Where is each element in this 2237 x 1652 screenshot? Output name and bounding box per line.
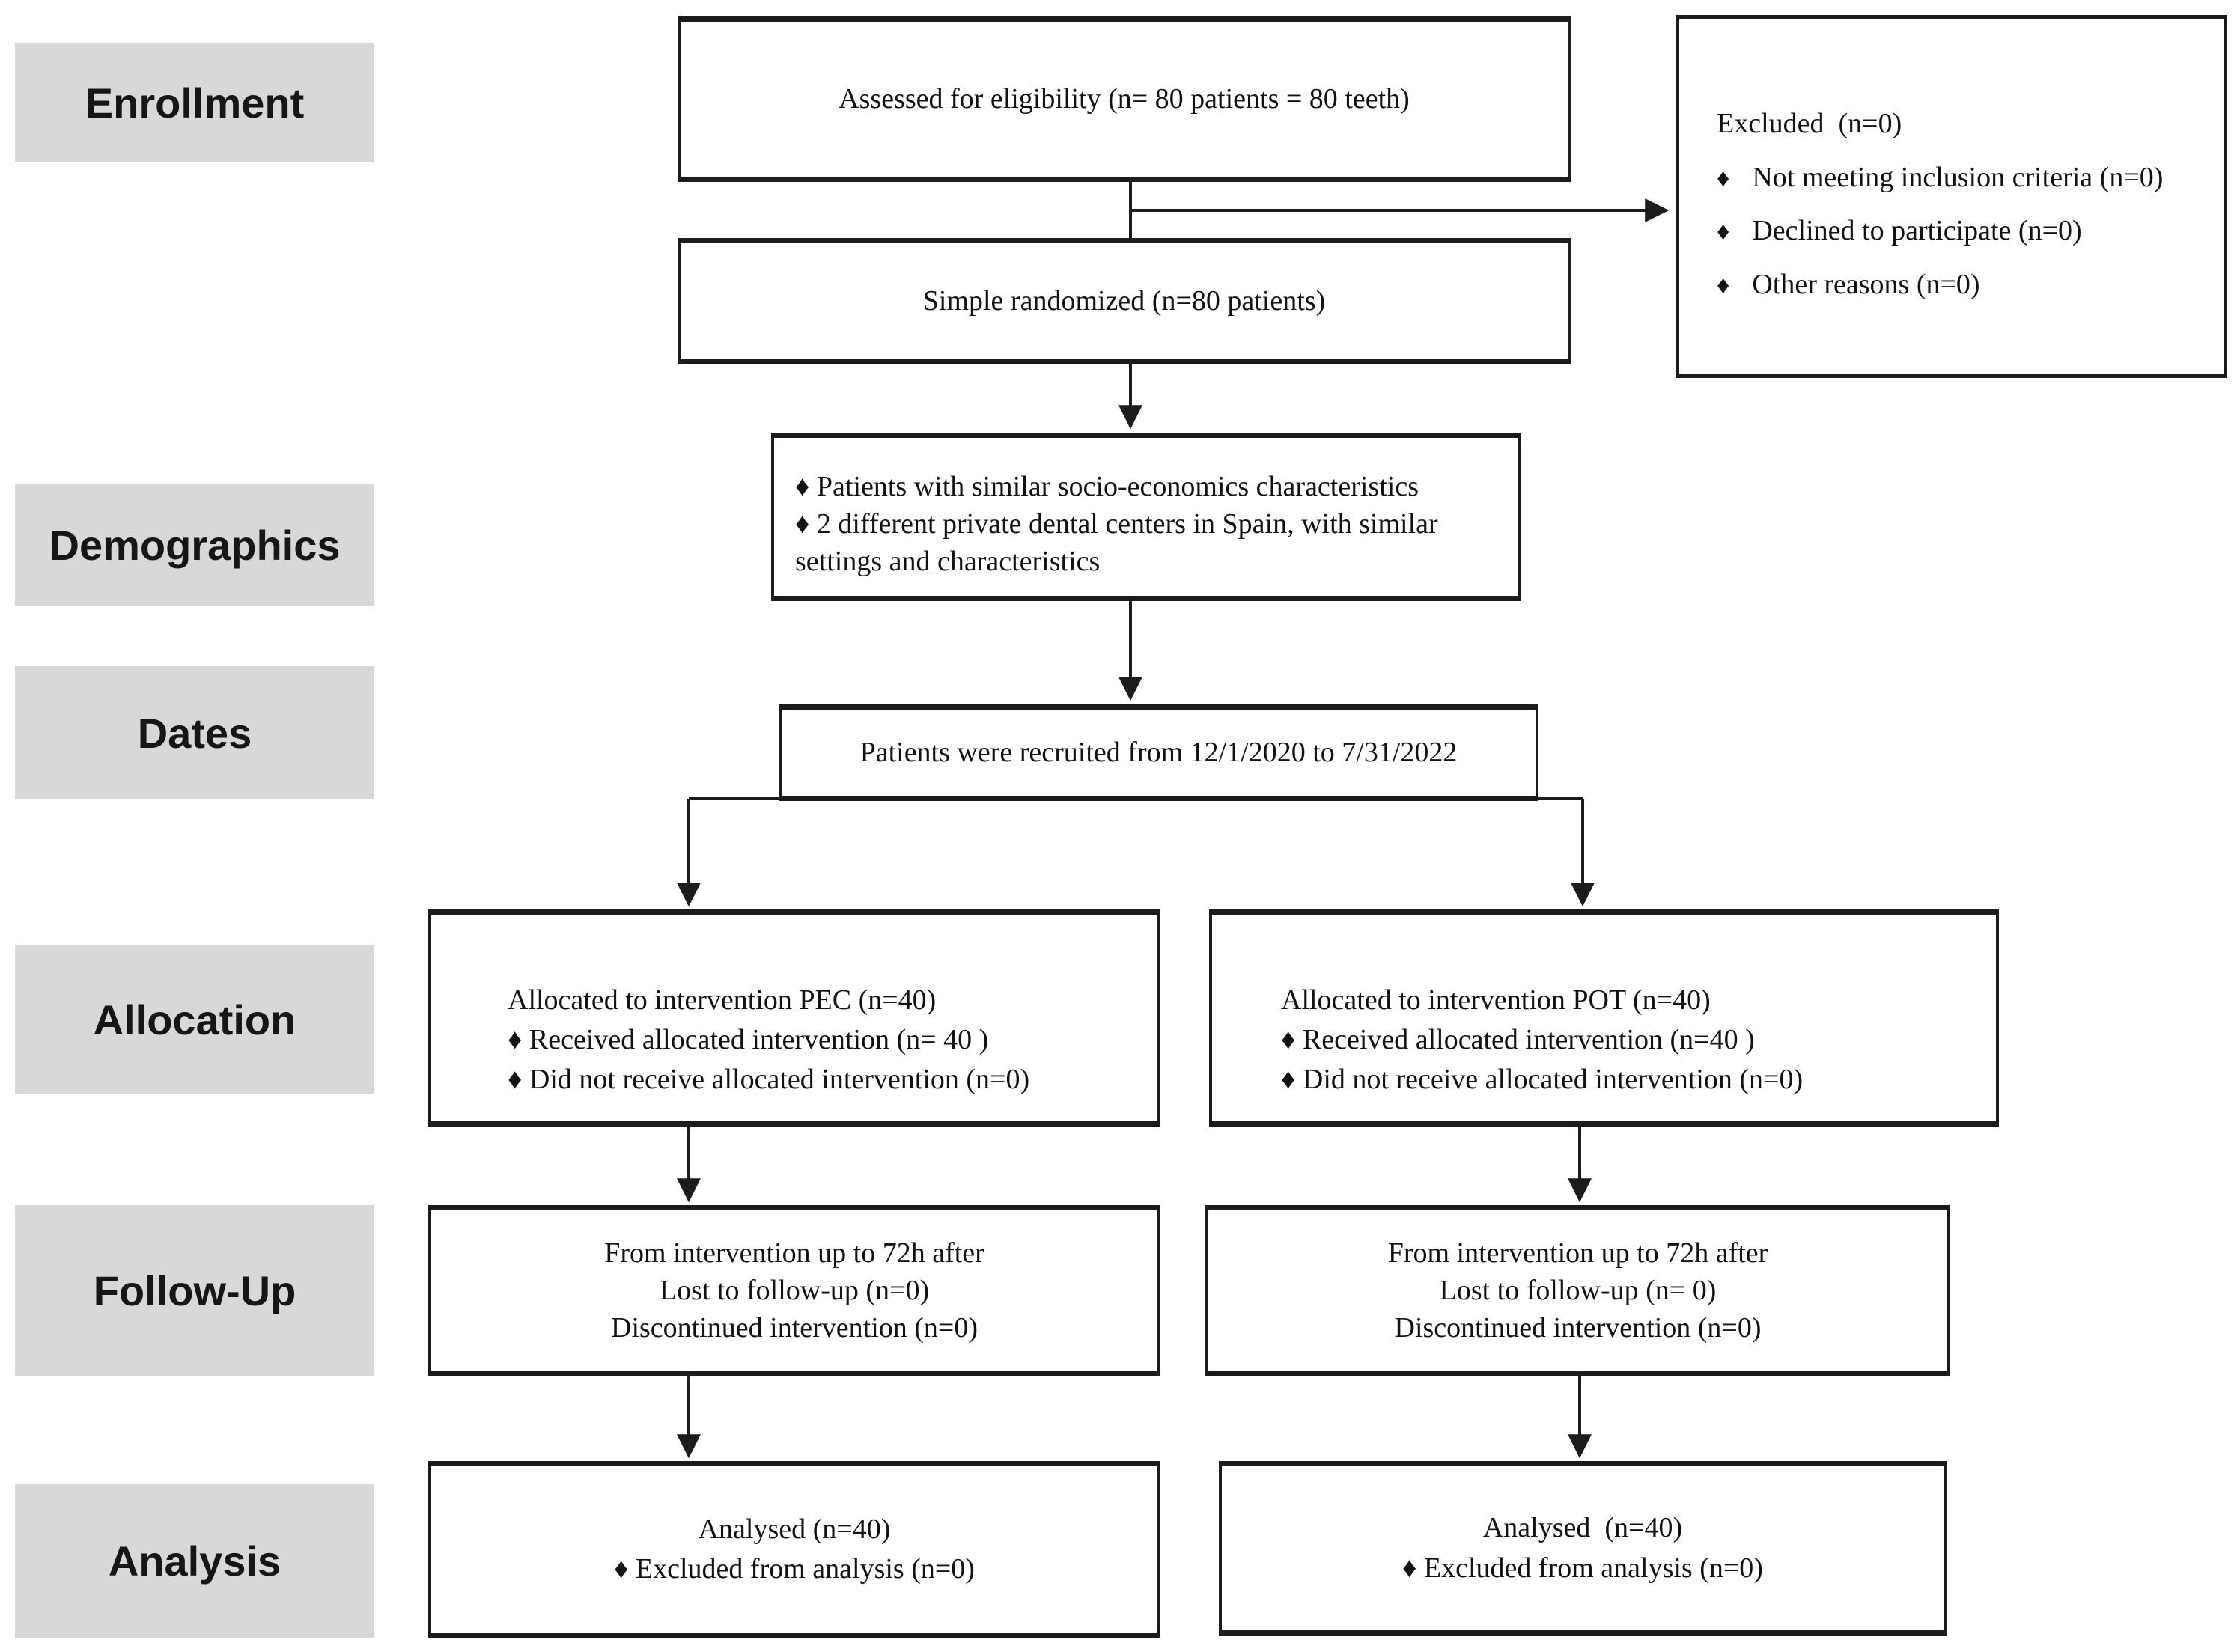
allocation-pot-line: ♦ Received allocated intervention (n=40 … bbox=[1281, 1024, 1755, 1056]
stage-label-analysis: Analysis bbox=[15, 1484, 374, 1638]
demographics-box: ♦ Patients with similar socio-economics … bbox=[771, 433, 1521, 601]
allocation-pot-line: Allocated to intervention POT (n=40) bbox=[1281, 984, 1711, 1016]
excluded-item: ♦ Other reasons (n=0) bbox=[1717, 268, 2212, 302]
diamond-bullet-icon: ♦ bbox=[1717, 218, 1730, 246]
allocation-pot-line: ♦ Did not receive allocated intervention… bbox=[1281, 1064, 1804, 1096]
excluded-title: Excluded (n=0) bbox=[1717, 108, 1902, 139]
allocation-pec-line: ♦ Received allocated intervention (n= 40… bbox=[508, 1024, 989, 1056]
dates-box: Patients were recruited from 12/1/2020 t… bbox=[779, 704, 1538, 801]
demographics-line: settings and characteristics bbox=[795, 546, 1101, 578]
allocation-pot-box: Allocated to intervention POT (n=40) ♦ R… bbox=[1209, 909, 1999, 1127]
followup-pec-box: From intervention up to 72h after Lost t… bbox=[428, 1205, 1160, 1376]
followup-pot-line: Discontinued intervention (n=0) bbox=[1394, 1312, 1762, 1344]
excluded-item: ♦ Not meeting inclusion criteria (n=0) bbox=[1717, 161, 2212, 195]
allocation-pec-box: Allocated to intervention PEC (n=40) ♦ R… bbox=[428, 909, 1160, 1127]
diamond-bullet-icon: ♦ bbox=[1717, 164, 1730, 192]
stage-label-followup: Follow-Up bbox=[15, 1205, 374, 1376]
excluded-item-text: Not meeting inclusion criteria (n=0) bbox=[1752, 161, 2164, 193]
stage-label-dates: Dates bbox=[15, 666, 374, 799]
analysis-pec-line: Analysed (n=40) bbox=[698, 1513, 891, 1545]
analysis-pot-line: ♦ Excluded from analysis (n=0) bbox=[1402, 1552, 1763, 1584]
followup-pec-line: From intervention up to 72h after bbox=[604, 1237, 984, 1269]
randomized-box: Simple randomized (n=80 patients) bbox=[678, 238, 1571, 364]
excluded-item-text: Other reasons (n=0) bbox=[1752, 268, 1980, 300]
demographics-line: ♦ 2 different private dental centers in … bbox=[795, 508, 1438, 540]
followup-pot-line: From intervention up to 72h after bbox=[1387, 1237, 1768, 1269]
excluded-item: ♦ Declined to participate (n=0) bbox=[1717, 214, 2212, 249]
assessed-text: Assessed for eligibility (n= 80 patients… bbox=[839, 83, 1410, 115]
diamond-bullet-icon: ♦ bbox=[1717, 271, 1730, 299]
analysis-pot-box: Analysed (n=40) ♦ Excluded from analysis… bbox=[1219, 1461, 1947, 1636]
allocation-pec-line: ♦ Did not receive allocated intervention… bbox=[508, 1064, 1030, 1096]
allocation-pec-line: Allocated to intervention PEC (n=40) bbox=[508, 984, 937, 1016]
followup-pec-line: Discontinued intervention (n=0) bbox=[611, 1312, 978, 1344]
dates-text: Patients were recruited from 12/1/2020 t… bbox=[859, 737, 1458, 769]
stage-label-demographics: Demographics bbox=[15, 484, 374, 606]
excluded-item-text: Declined to participate (n=0) bbox=[1752, 215, 2082, 247]
analysis-pec-box: Analysed (n=40) ♦ Excluded from analysis… bbox=[428, 1461, 1160, 1638]
stage-label-enrollment: Enrollment bbox=[15, 43, 374, 162]
stage-label-allocation: Allocation bbox=[15, 945, 374, 1094]
randomized-text: Simple randomized (n=80 patients) bbox=[922, 284, 1326, 317]
analysis-pec-line: ♦ Excluded from analysis (n=0) bbox=[614, 1553, 975, 1585]
followup-pot-box: From intervention up to 72h after Lost t… bbox=[1205, 1205, 1950, 1376]
analysis-pot-line: Analysed (n=40) bbox=[1482, 1512, 1683, 1544]
assessed-box: Assessed for eligibility (n= 80 patients… bbox=[678, 16, 1571, 182]
demographics-line: ♦ Patients with similar socio-economics … bbox=[795, 471, 1419, 502]
followup-pot-line: Lost to follow-up (n= 0) bbox=[1439, 1274, 1717, 1306]
followup-pec-line: Lost to follow-up (n=0) bbox=[659, 1274, 930, 1306]
excluded-box: Excluded (n=0) ♦ Not meeting inclusion c… bbox=[1676, 15, 2227, 378]
